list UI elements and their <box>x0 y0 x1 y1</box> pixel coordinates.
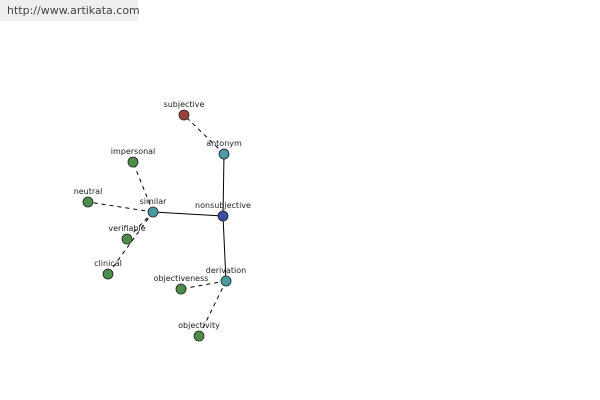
node-dot-subjective[interactable] <box>178 109 190 121</box>
node-dot-similar[interactable] <box>147 206 159 218</box>
edge-derivation-objectivity <box>198 280 227 337</box>
node-objectivity[interactable]: objectivity <box>178 321 220 342</box>
node-objectiveness[interactable]: objectiveness <box>154 274 209 295</box>
node-dot-nonsubjective[interactable] <box>217 210 229 222</box>
edge-similar-neutral <box>87 201 154 213</box>
node-label-impersonal[interactable]: impersonal <box>111 147 156 156</box>
node-label-similar[interactable]: similar <box>140 197 168 206</box>
edge-nonsubjective-antonym <box>222 153 225 217</box>
node-dot-antonym[interactable] <box>218 148 230 160</box>
node-subjective[interactable]: subjective <box>164 100 205 121</box>
node-label-objectivity[interactable]: objectivity <box>178 321 220 330</box>
graph-edges <box>87 114 227 337</box>
url-banner[interactable]: http://www.artikata.com <box>0 0 140 21</box>
graph-nodes: nonsubjective antonym similar derivation sub… <box>74 100 251 342</box>
node-label-derivation[interactable]: derivation <box>206 266 246 275</box>
node-dot-verifiable[interactable] <box>121 233 133 245</box>
node-dot-objectivity[interactable] <box>193 330 205 342</box>
node-similar[interactable]: similar <box>140 197 168 218</box>
node-label-verifiable[interactable]: verifiable <box>108 224 145 233</box>
node-label-objectiveness[interactable]: objectiveness <box>154 274 209 283</box>
node-label-subjective[interactable]: subjective <box>164 100 205 109</box>
edge-nonsubjective-similar <box>152 211 224 217</box>
node-label-clinical[interactable]: clinical <box>94 259 122 268</box>
node-verifiable[interactable]: verifiable <box>108 224 146 245</box>
node-label-antonym[interactable]: antonym <box>206 139 242 148</box>
edge-similar-verifiable <box>126 211 154 240</box>
node-derivation[interactable]: derivation <box>206 266 246 287</box>
node-nonsubjective[interactable]: nonsubjective <box>195 201 251 222</box>
node-impersonal[interactable]: impersonal <box>111 147 156 168</box>
node-label-nonsubjective[interactable]: nonsubjective <box>195 201 251 210</box>
node-dot-clinical[interactable] <box>102 268 114 280</box>
node-clinical[interactable]: clinical <box>94 259 122 280</box>
node-neutral[interactable]: neutral <box>74 187 103 208</box>
node-dot-objectiveness[interactable] <box>175 283 187 295</box>
edge-antonym-subjective <box>183 114 225 155</box>
node-dot-impersonal[interactable] <box>127 156 139 168</box>
node-antonym[interactable]: antonym <box>206 139 242 160</box>
edge-nonsubjective-derivation <box>222 215 227 282</box>
node-label-neutral[interactable]: neutral <box>74 187 103 196</box>
node-dot-neutral[interactable] <box>82 196 94 208</box>
edge-similar-impersonal <box>132 161 154 213</box>
node-dot-derivation[interactable] <box>220 275 232 287</box>
